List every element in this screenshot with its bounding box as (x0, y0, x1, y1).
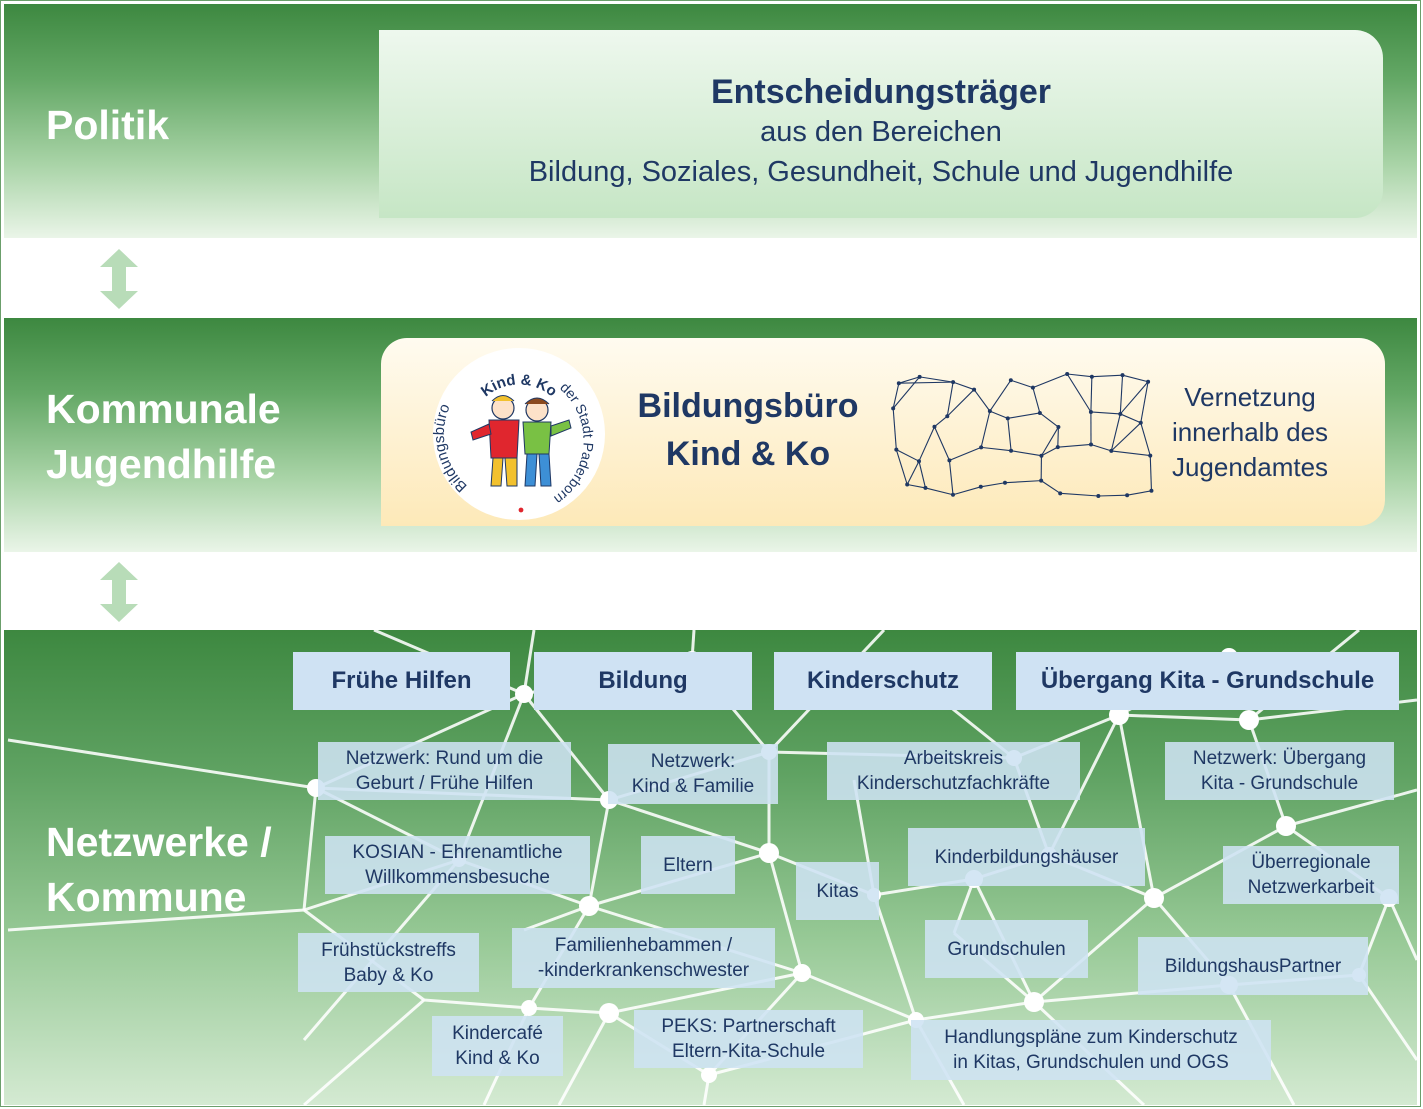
box-handlungsplaene: Handlungspläne zum Kinderschutz in Kitas… (911, 1020, 1271, 1080)
box-arbeitskreis-kinderschutzfachkraefte: Arbeitskreis Kinderschutzfachkräfte (827, 742, 1080, 800)
bildungsbuero-title: Bildungsbüro Kind & Ko (637, 387, 859, 473)
double-arrow-icon (100, 249, 138, 309)
entscheidungstraeger-title: Entscheidungsträger (710, 73, 1052, 111)
box-netzwerk-uebergang: Netzwerk: Übergang Kita - Grundschule (1165, 742, 1394, 800)
box-kindercafe: Kindercafé Kind & Ko (432, 1016, 563, 1076)
box-kitas: Kitas (796, 862, 879, 920)
bildungsbuero-box: Kind & Ko der Stadt Paderborn Bildungsbü… (381, 338, 1385, 526)
box-netzwerk-kind-und-familie: Netzwerk: Kind & Familie (608, 744, 778, 804)
entscheidungstraeger-box: Entscheidungsträger aus den Bereichen Bi… (379, 30, 1383, 218)
kind-und-ko-logo-icon: Kind & Ko der Stadt Paderborn Bildungsbü… (431, 348, 605, 520)
box-kosian: KOSIAN - Ehrenamtliche Willkommensbesuch… (325, 836, 590, 894)
header-kinderschutz: Kinderschutz (774, 652, 992, 710)
band-netzwerke-kommune: Frühe Hilfen Bildung Kinderschutz Überga… (4, 630, 1417, 1105)
box-bildungshauspartner: BildungshausPartner (1138, 937, 1368, 995)
label-netzwerke-kommune: Netzwerke / Kommune (46, 819, 272, 920)
header-fruehe-hilfen: Frühe Hilfen (293, 652, 510, 710)
vernetzung-text: Vernetzung innerhalb des Jugendamtes (1171, 382, 1329, 482)
entscheidungstraeger-line-1: aus den Bereichen (760, 116, 1002, 148)
entscheidungstraeger-line-2: Bildung, Soziales, Gesundheit, Schule un… (528, 156, 1234, 188)
box-ueberregionale-netzwerkarbeit: Überregionale Netzwerkarbeit (1223, 846, 1399, 904)
box-grundschulen: Grundschulen (925, 920, 1088, 978)
box-kinderbildungshaeuser: Kinderbildungshäuser (908, 828, 1145, 886)
box-netzwerk-rund-um-die-geburt: Netzwerk: Rund um die Geburt / Frühe Hil… (318, 742, 571, 800)
label-kommunale-jugendhilfe: Kommunale Jugendhilfe (46, 386, 281, 487)
label-politik: Politik (46, 102, 170, 148)
box-peks: PEKS: Partnerschaft Eltern-Kita-Schule (634, 1010, 863, 1068)
box-fruehstueckstreffs: Frühstückstreffs Baby & Ko (298, 933, 479, 992)
box-eltern: Eltern (641, 836, 735, 894)
header-bildung: Bildung (534, 652, 752, 710)
box-familienhebammen: Familienhebammen / -kinderkrankenschwest… (512, 928, 775, 988)
network-graphic-icon (891, 372, 1154, 498)
header-uebergang-kita-grundschule: Übergang Kita - Grundschule (1016, 652, 1399, 710)
double-arrow-icon (100, 562, 138, 622)
